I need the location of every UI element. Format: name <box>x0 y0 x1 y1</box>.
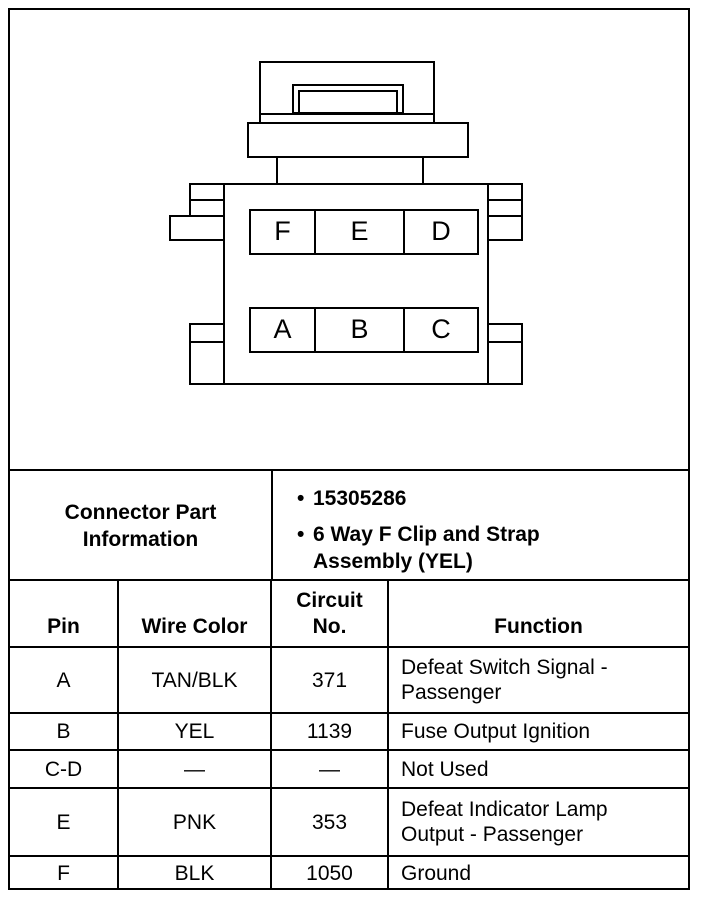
connector-face-view: F E D A B C <box>10 10 688 468</box>
diagram-frame: F E D A B C Connector Part Information •… <box>8 8 690 890</box>
header-circuit-line2: No. <box>312 615 347 638</box>
table-row: B YEL 1139 Fuse Output Ignition <box>10 712 688 751</box>
bullet-icon: • <box>297 523 305 546</box>
pin-label-f: F <box>274 216 291 246</box>
table-row: F BLK 1050 Ground <box>10 855 688 890</box>
cell-wire-color: YEL <box>117 712 272 751</box>
header-circuit-no: Circuit No. <box>270 579 389 648</box>
bullet-icon: • <box>297 487 305 510</box>
part-description-line1: 6 Way F Clip and Strap <box>313 523 540 546</box>
part-info-label: Connector Part Information <box>10 471 273 581</box>
part-info-details: • 15305286 • 6 Way F Clip and Strap Asse… <box>273 471 688 581</box>
table-row: E PNK 353 Defeat Indicator Lamp Output -… <box>10 787 688 857</box>
cell-function: Fuse Output Ignition <box>387 712 688 751</box>
cell-circuit: 353 <box>270 787 389 857</box>
pin-label-b: B <box>350 314 369 344</box>
header-wire-color: Wire Color <box>117 579 272 648</box>
part-number-item: • 15305286 <box>297 485 407 512</box>
table-row: A TAN/BLK 371 Defeat Switch Signal - Pas… <box>10 646 688 714</box>
pin-label-c: C <box>431 314 451 344</box>
part-description-line2: Assembly (YEL) <box>313 550 473 573</box>
cell-wire-color: — <box>117 749 272 789</box>
cell-wire-color: BLK <box>117 855 272 890</box>
cell-pin: A <box>10 646 119 714</box>
cell-circuit: 1050 <box>270 855 389 890</box>
cell-function: Defeat Switch Signal - Passenger <box>387 646 688 714</box>
header-pin: Pin <box>10 579 119 648</box>
part-number: 15305286 <box>313 487 407 510</box>
function-line2: Passenger <box>401 681 502 704</box>
cell-function: Defeat Indicator Lamp Output - Passenger <box>387 787 688 857</box>
cell-wire-color: TAN/BLK <box>117 646 272 714</box>
connector-outline <box>169 61 523 385</box>
function-line1: Defeat Switch Signal - <box>401 656 608 679</box>
cell-circuit: 371 <box>270 646 389 714</box>
header-circuit-line1: Circuit <box>296 589 363 612</box>
cell-circuit: — <box>270 749 389 789</box>
part-info-label-line1: Connector Part <box>64 501 217 524</box>
function-line1: Defeat Indicator Lamp <box>401 798 608 821</box>
cell-function: Ground <box>387 855 688 890</box>
part-description-item: • 6 Way F Clip and Strap <box>297 521 540 548</box>
table-header-row: Pin Wire Color Circuit No. Function <box>10 579 688 648</box>
cell-pin: C-D <box>10 749 119 789</box>
cell-wire-color: PNK <box>117 787 272 857</box>
cell-function: Not Used <box>387 749 688 789</box>
part-info-label-line2: Information <box>82 528 199 551</box>
pin-label-d: D <box>431 216 451 246</box>
pinout-table: Pin Wire Color Circuit No. Function A TA… <box>10 579 688 890</box>
pin-label-e: E <box>350 216 369 246</box>
cell-pin: B <box>10 712 119 751</box>
table-row: C-D — — Not Used <box>10 749 688 789</box>
cell-pin: F <box>10 855 119 890</box>
cell-circuit: 1139 <box>270 712 389 751</box>
pin-label-a: A <box>273 314 292 344</box>
cell-pin: E <box>10 787 119 857</box>
header-function: Function <box>387 579 688 648</box>
connector-part-info: Connector Part Information • 15305286 • … <box>10 469 688 581</box>
function-line2: Output - Passenger <box>401 823 584 846</box>
